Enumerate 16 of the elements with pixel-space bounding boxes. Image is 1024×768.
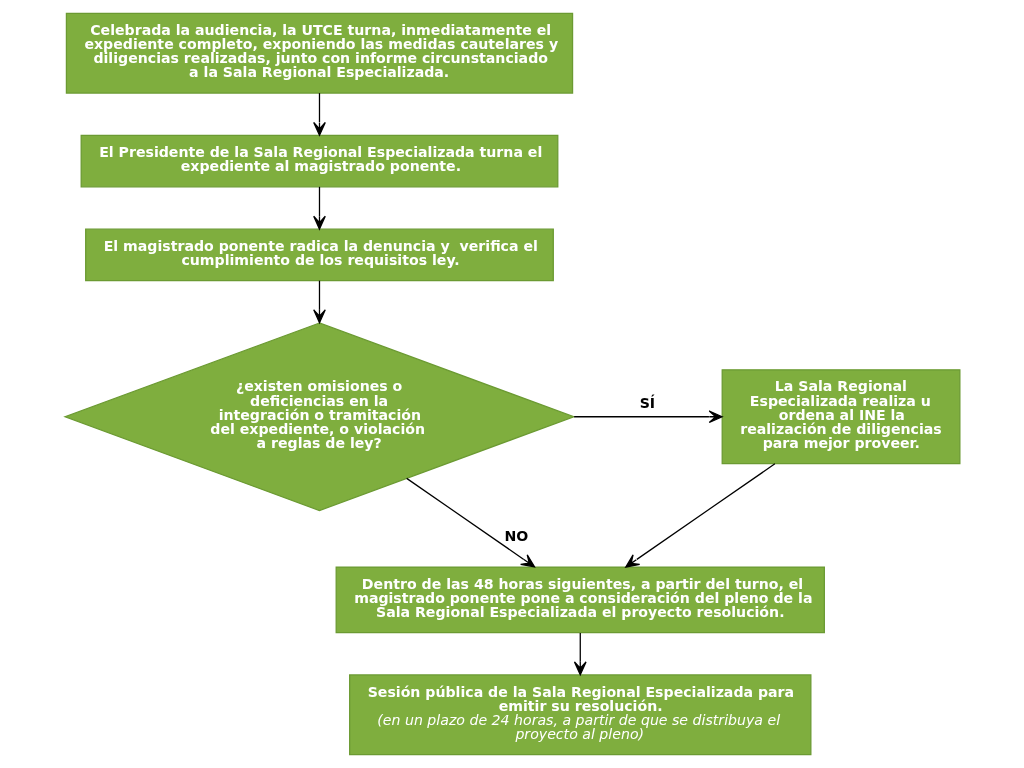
- arrow: [312, 186, 326, 230]
- arrow: [573, 632, 587, 676]
- arrow: [573, 410, 723, 424]
- arrow: [312, 92, 326, 136]
- arrow: [312, 280, 326, 324]
- node-diamond: ¿existen omisiones o deficiencias en la integración o tramitación del expediente, o violación a reglas de ley?: [62, 322, 576, 512]
- node-box: El Presidente de la Sala Regional Especializada turna el expediente al magistrado ponente.: [80, 134, 558, 188]
- node-box: Sesión pública de la Sala Regional Especializada para emitir su resolución. (en un plazo de 24 horas, a partir de que se distribuya el proyecto al pleno): [348, 674, 811, 756]
- arrow: [624, 463, 776, 568]
- node-box: Dentro de las 48 horas siguientes, a partir del turno, el magistrado ponente pone a consideración del pleno de la Sala Regional Especializada el proyecto resolución.: [335, 566, 825, 634]
- edge-label: SÍ: [639, 394, 655, 411]
- edge-label: NO: [503, 528, 528, 545]
- node-box: El magistrado ponente radica la denuncia y verifica el cumplimiento de los requisitos ley.: [84, 228, 554, 282]
- arrow: [405, 477, 535, 568]
- node-box: La Sala Regional Especializada realiza u ordena al INE la realización de diligencias para mejor proveer.: [721, 369, 960, 465]
- node-box: Celebrada la audiencia, la UTCE turna, inmediatamente el expediente completo, exponiendo las medidas cautelares y diligencias realizadas, junto con informe circunstanciado a la Sala Regional Especializada.: [65, 12, 573, 94]
